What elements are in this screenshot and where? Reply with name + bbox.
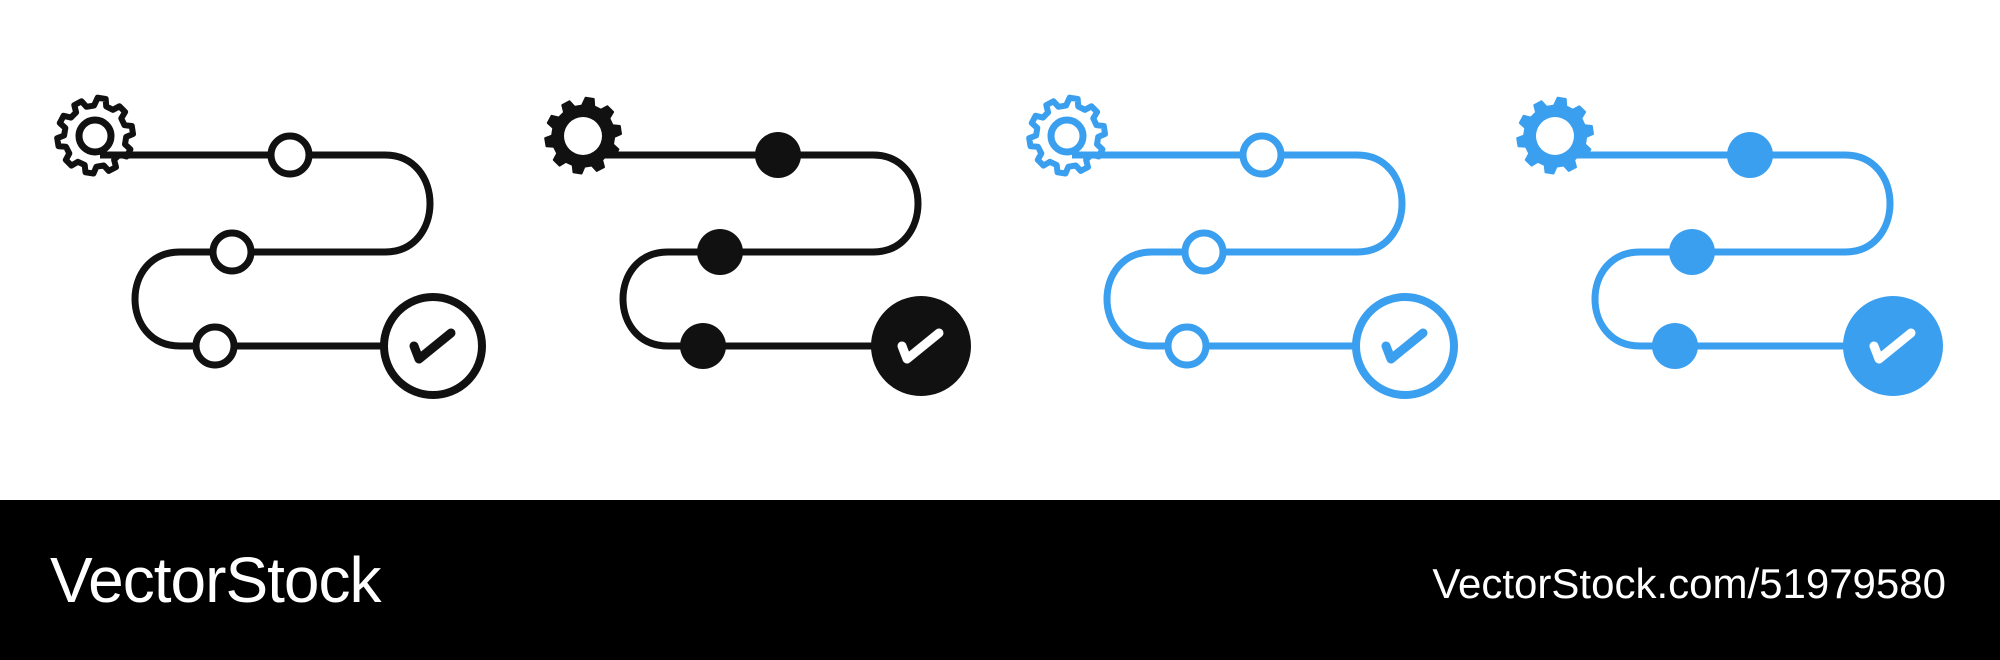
check-circle-icon [871, 296, 971, 396]
brand-logo-text: VectorStock [50, 544, 381, 616]
check-circle-icon [380, 293, 486, 399]
roadmap-icon-outline-blue [1012, 90, 1482, 410]
route-path-icon [588, 151, 922, 350]
image-url-text: VectorStock.com/51979580 [1432, 560, 1946, 607]
gear-icon [1516, 96, 1594, 175]
waypoint-icon [1164, 323, 1210, 369]
waypoint-icon [680, 323, 726, 369]
waypoint-icon [1652, 323, 1698, 369]
watermark-footer: VectorStock VectorStock.com/51979580 [0, 500, 2000, 660]
waypoint-icon [755, 132, 801, 178]
waypoint-icon [697, 229, 743, 275]
route-path-icon [1560, 151, 1894, 350]
roadmap-icon-filled-blue [1500, 90, 1970, 410]
waypoint-icon [1669, 229, 1715, 275]
gear-icon [544, 96, 622, 175]
gear-icon [54, 94, 136, 177]
waypoint-icon [1181, 229, 1227, 275]
waypoint-icon [1727, 132, 1773, 178]
waypoint-icon [1239, 132, 1285, 178]
roadmap-icon-outline-black [40, 90, 510, 410]
roadmap-svg [1516, 96, 1943, 396]
icon-area [40, 90, 1970, 410]
route-path-icon [100, 151, 434, 350]
check-circle-icon [1352, 293, 1458, 399]
waypoint-icon [209, 229, 255, 275]
check-circle-icon [1843, 296, 1943, 396]
roadmap-svg [1026, 94, 1458, 399]
waypoint-icon [192, 323, 238, 369]
roadmap-icon-filled-black [528, 90, 998, 410]
roadmap-svg [544, 96, 971, 396]
route-path-icon [1072, 151, 1406, 350]
waypoint-icon [267, 132, 313, 178]
roadmap-svg [54, 94, 486, 399]
gear-icon [1026, 94, 1108, 177]
